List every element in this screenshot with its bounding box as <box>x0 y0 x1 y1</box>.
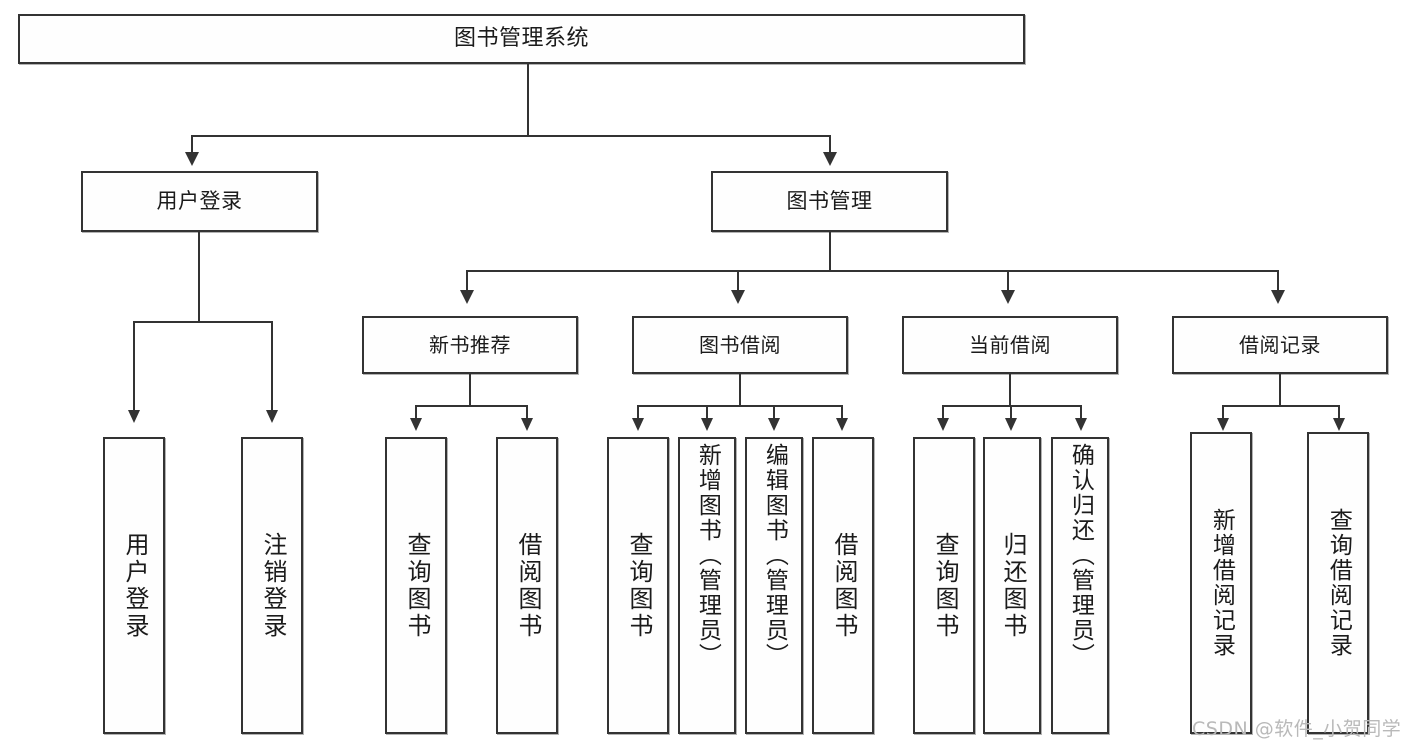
arrowhead-user-login <box>185 152 199 166</box>
leaf-label: 查询图书 <box>624 531 653 640</box>
connector-borrow-record-bus <box>1222 405 1340 407</box>
leaf-label: 编辑图书（管理员） <box>761 443 788 668</box>
connector-new-book-l2 <box>526 405 528 421</box>
leaf-query-book-borrow[interactable]: 查询图书 <box>607 437 669 734</box>
leaf-borrow-book-recommend[interactable]: 借阅图书 <box>496 437 558 734</box>
connector-root-stem <box>527 64 529 136</box>
arrowhead-book-borrow <box>731 290 745 304</box>
arrowhead-query-book-2 <box>632 418 644 431</box>
node-new-book-recommend[interactable]: 新书推荐 <box>362 316 578 374</box>
arrowhead-query-record <box>1333 418 1345 431</box>
leaf-add-borrow-record[interactable]: 新增借阅记录 <box>1190 432 1252 734</box>
leaf-label: 查询图书 <box>930 531 959 640</box>
leaf-label: 借阅图书 <box>829 531 858 640</box>
node-label: 当前借阅 <box>969 332 1051 357</box>
connector-current-borrow-l2 <box>1010 405 1012 421</box>
connector-user-login-bus <box>133 321 273 323</box>
connector-root-to-book-manage <box>829 135 831 157</box>
arrowhead-current-borrow <box>1001 290 1015 304</box>
leaf-label: 归还图书 <box>998 531 1027 640</box>
connector-to-book-borrow <box>737 270 739 294</box>
connector-current-borrow-l3 <box>1080 405 1082 421</box>
arrowhead-return-book <box>1005 418 1017 431</box>
arrowhead-query-book-1 <box>410 418 422 431</box>
connector-new-book-bus <box>415 405 528 407</box>
leaf-query-borrow-record[interactable]: 查询借阅记录 <box>1307 432 1369 734</box>
arrowhead-add-record <box>1217 418 1229 431</box>
connector-book-manage-bus <box>466 270 1279 272</box>
node-user-login[interactable]: 用户登录 <box>81 171 318 232</box>
node-label: 图书管理 <box>786 189 873 214</box>
connector-book-borrow-l2 <box>706 405 708 421</box>
leaf-label: 查询图书 <box>402 531 431 640</box>
leaf-label: 确认归还（管理员） <box>1067 443 1094 668</box>
leaf-label: 用户登录 <box>120 531 149 640</box>
node-book-manage[interactable]: 图书管理 <box>711 171 948 232</box>
arrowhead-book-manage <box>823 152 837 166</box>
connector-to-borrow-record <box>1277 270 1279 294</box>
arrowhead-leaf-user-login <box>128 410 140 423</box>
leaf-edit-book-admin[interactable]: 编辑图书（管理员） <box>745 437 803 734</box>
arrowhead-leaf-logout <box>266 410 278 423</box>
connector-book-borrow-stem <box>739 374 741 406</box>
node-root-system[interactable]: 图书管理系统 <box>18 14 1025 64</box>
connector-borrow-record-stem <box>1279 374 1281 406</box>
node-book-borrow[interactable]: 图书借阅 <box>632 316 848 374</box>
leaf-label: 新增借阅记录 <box>1208 508 1235 658</box>
leaf-confirm-return-admin[interactable]: 确认归还（管理员） <box>1051 437 1109 734</box>
connector-book-borrow-bus <box>637 405 843 407</box>
leaf-label: 查询借阅记录 <box>1325 508 1352 658</box>
connector-book-borrow-l4 <box>841 405 843 421</box>
connector-user-login-right <box>271 321 273 414</box>
node-borrow-record[interactable]: 借阅记录 <box>1172 316 1388 374</box>
connector-borrow-record-l2 <box>1338 405 1340 421</box>
connector-book-manage-stem <box>829 232 831 272</box>
connector-root-bus <box>191 135 831 137</box>
arrowhead-new-book <box>460 290 474 304</box>
leaf-borrow-book-borrow[interactable]: 借阅图书 <box>812 437 874 734</box>
arrowhead-add-book <box>701 418 713 431</box>
connector-book-borrow-l1 <box>637 405 639 421</box>
arrowhead-confirm-return <box>1075 418 1087 431</box>
leaf-logout[interactable]: 注销登录 <box>241 437 303 734</box>
connector-current-borrow-bus <box>942 405 1082 407</box>
node-current-borrow[interactable]: 当前借阅 <box>902 316 1118 374</box>
leaf-label: 注销登录 <box>258 531 287 640</box>
connector-to-new-book <box>466 270 468 294</box>
connector-borrow-record-l1 <box>1222 405 1224 421</box>
leaf-return-book[interactable]: 归还图书 <box>983 437 1041 734</box>
connector-user-login-stem <box>198 232 200 322</box>
leaf-add-book-admin[interactable]: 新增图书（管理员） <box>678 437 736 734</box>
connector-current-borrow-stem <box>1009 374 1011 406</box>
leaf-query-book-recommend[interactable]: 查询图书 <box>385 437 447 734</box>
leaf-label: 借阅图书 <box>513 531 542 640</box>
arrowhead-edit-book <box>768 418 780 431</box>
connector-user-login-left <box>133 321 135 414</box>
node-label: 新书推荐 <box>429 332 511 357</box>
connector-book-borrow-l3 <box>773 405 775 421</box>
arrowhead-borrow-record <box>1271 290 1285 304</box>
leaf-user-login[interactable]: 用户登录 <box>103 437 165 734</box>
arrowhead-borrow-book-1 <box>521 418 533 431</box>
leaf-label: 新增图书（管理员） <box>694 443 721 668</box>
connector-new-book-stem <box>469 374 471 406</box>
connector-current-borrow-l1 <box>942 405 944 421</box>
leaf-query-book-current[interactable]: 查询图书 <box>913 437 975 734</box>
node-label: 用户登录 <box>156 189 243 214</box>
arrowhead-query-book-3 <box>937 418 949 431</box>
node-label: 图书管理系统 <box>453 26 589 52</box>
node-label: 图书借阅 <box>699 332 781 357</box>
connector-to-current-borrow <box>1007 270 1009 294</box>
connector-new-book-l1 <box>415 405 417 421</box>
connector-root-to-user-login <box>191 135 193 157</box>
node-label: 借阅记录 <box>1239 332 1321 357</box>
arrowhead-borrow-book-2 <box>836 418 848 431</box>
